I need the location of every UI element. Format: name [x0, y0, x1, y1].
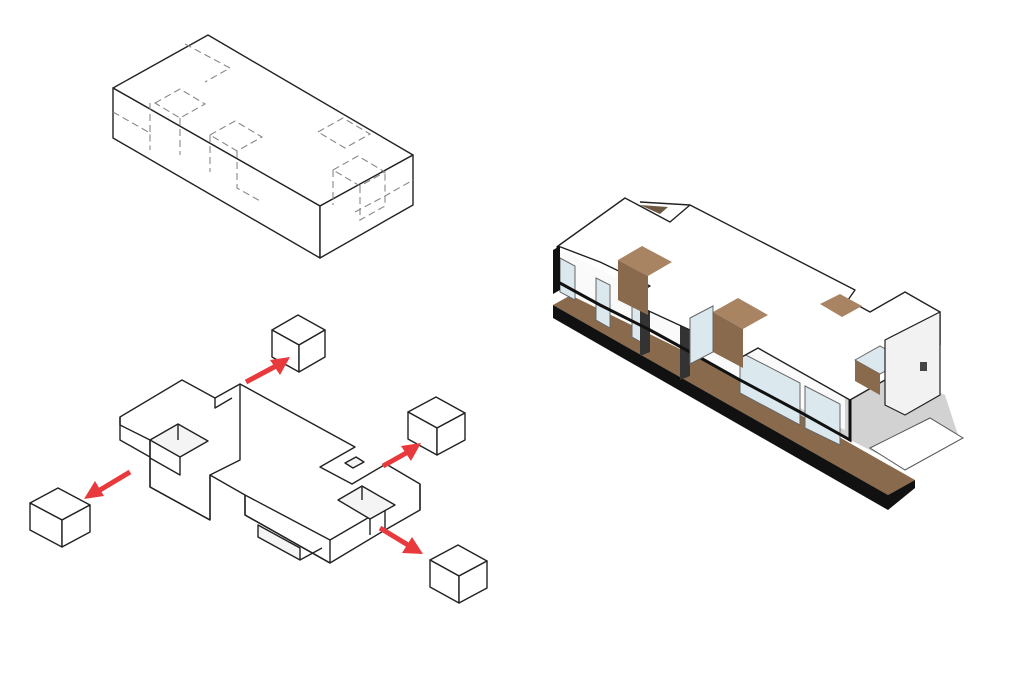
removed-cube-right	[407, 396, 466, 456]
solid-volume-box	[112, 34, 414, 259]
arrow-left	[84, 469, 132, 499]
removed-cube-left	[29, 487, 91, 548]
subtracted-massing	[119, 379, 421, 564]
arrow-up-right	[244, 357, 290, 385]
arrow-right	[381, 443, 421, 469]
removed-cube-bottom-right	[429, 544, 488, 604]
arrow-down-right	[378, 525, 423, 554]
rendered-building	[553, 197, 964, 510]
removed-cube-top	[271, 314, 326, 373]
